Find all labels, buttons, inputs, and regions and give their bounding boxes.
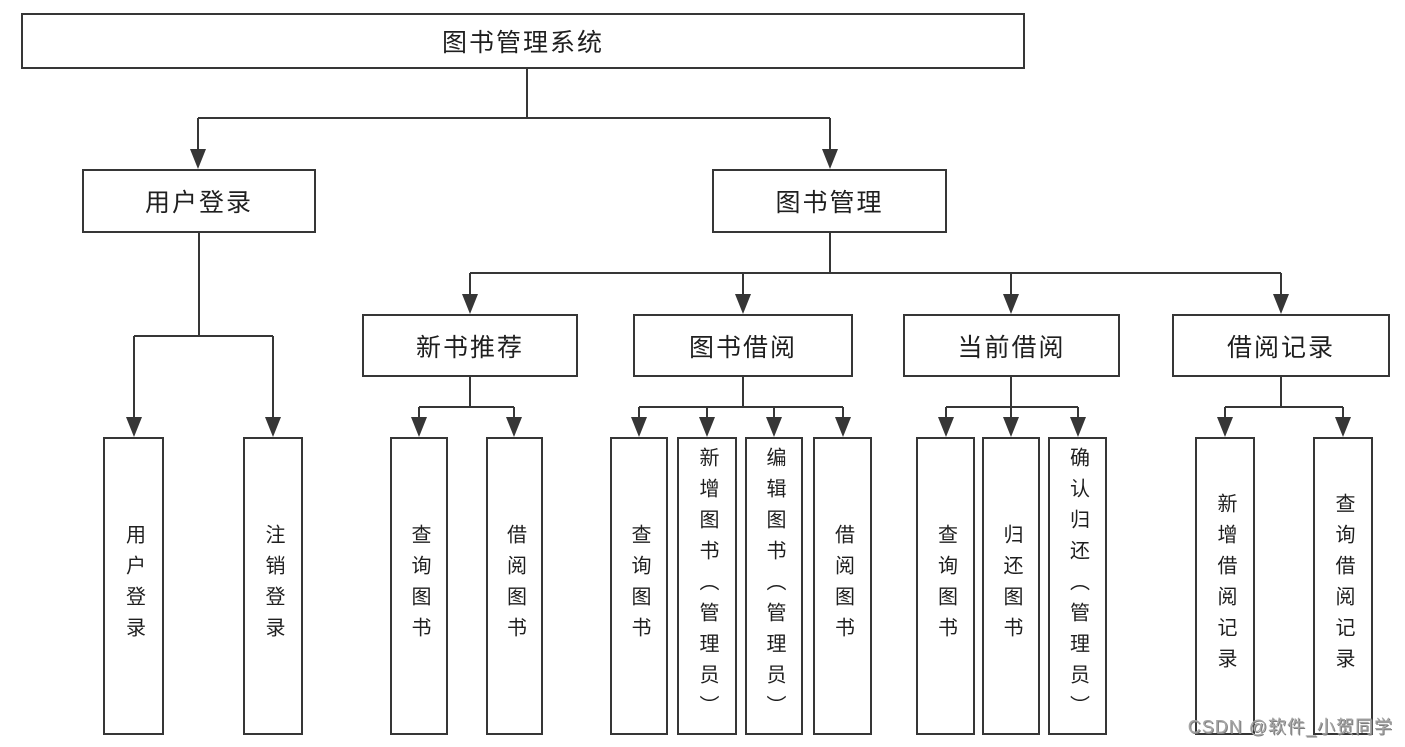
leaf-label: 编辑图书（管理员） xyxy=(763,446,785,726)
leaf-label: 借阅图书 xyxy=(831,524,854,648)
leaf-add-borrow-record: 新增借阅记录 xyxy=(1195,437,1255,735)
leaf-label: 查询图书 xyxy=(934,524,957,648)
node-label: 新书推荐 xyxy=(415,333,524,362)
node-label: 图书管理系统 xyxy=(441,29,604,57)
leaf-query-books-current: 查询图书 xyxy=(916,437,975,735)
leaf-label: 查询图书 xyxy=(628,524,650,648)
leaf-borrow-books: 借阅图书 xyxy=(813,437,872,735)
leaf-user-login: 用户登录 xyxy=(103,437,164,735)
leaf-edit-book-admin: 编辑图书（管理员） xyxy=(745,437,803,735)
node-label: 图书借阅 xyxy=(688,333,797,362)
leaf-query-books-recommend: 查询图书 xyxy=(390,437,448,735)
watermark: CSDN @软件_小贺同学 xyxy=(1187,717,1393,737)
leaf-label: 归还图书 xyxy=(1000,524,1022,648)
leaf-label: 查询借阅记录 xyxy=(1332,493,1354,679)
leaf-label: 借阅图书 xyxy=(503,524,526,648)
node-borrow-records: 借阅记录 xyxy=(1172,314,1390,377)
node-label: 借阅记录 xyxy=(1226,333,1335,362)
node-label: 图书管理 xyxy=(775,189,884,217)
leaf-query-books-borrow: 查询图书 xyxy=(610,437,668,735)
leaf-logout: 注销登录 xyxy=(243,437,303,735)
leaf-borrow-books-recommend: 借阅图书 xyxy=(486,437,543,735)
node-book-management: 图书管理 xyxy=(712,169,947,233)
node-current-borrow: 当前借阅 xyxy=(903,314,1120,377)
leaf-label: 用户登录 xyxy=(122,524,145,648)
node-label: 用户登录 xyxy=(144,189,253,217)
leaf-confirm-return-admin: 确认归还（管理员） xyxy=(1048,437,1107,735)
leaf-label: 查询图书 xyxy=(408,524,430,648)
leaf-label: 新增图书（管理员） xyxy=(696,446,718,726)
node-library-management-system: 图书管理系统 xyxy=(21,13,1025,69)
leaf-label: 注销登录 xyxy=(262,524,284,648)
leaf-add-book-admin: 新增图书（管理员） xyxy=(677,437,737,735)
arrowheads xyxy=(126,149,1351,437)
node-user-login: 用户登录 xyxy=(82,169,316,233)
leaf-query-borrow-record: 查询借阅记录 xyxy=(1313,437,1373,735)
leaf-label: 确认归还（管理员） xyxy=(1066,446,1089,726)
leaf-return-books: 归还图书 xyxy=(982,437,1040,735)
node-label: 当前借阅 xyxy=(957,333,1066,362)
node-book-borrow: 图书借阅 xyxy=(633,314,853,377)
leaf-label: 新增借阅记录 xyxy=(1214,493,1236,679)
node-new-book-recommend: 新书推荐 xyxy=(362,314,578,377)
